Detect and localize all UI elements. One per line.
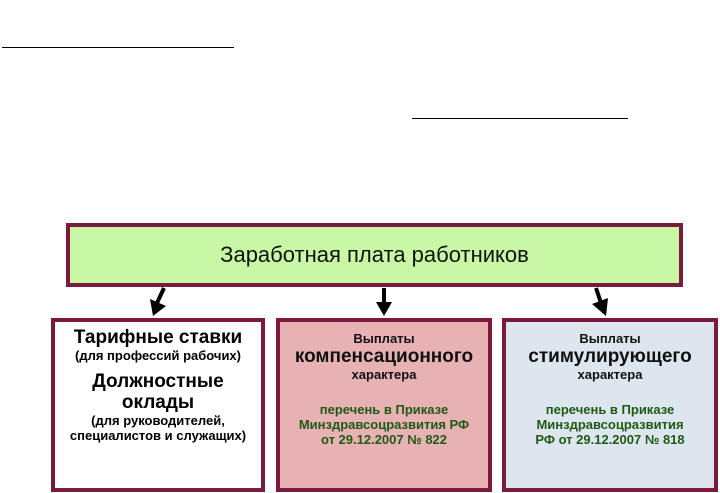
incentive-line1: Выплаты bbox=[579, 331, 641, 346]
salary-title: Заработная плата работников bbox=[220, 242, 529, 267]
arrow-right-head bbox=[592, 298, 608, 316]
compensation-box: Выплаты компенсационного характера переч… bbox=[276, 318, 492, 492]
official-salaries-title: Должностные оклады bbox=[92, 371, 224, 413]
underline-rule-1 bbox=[2, 47, 234, 48]
compensation-line2: компенсационного bbox=[294, 346, 474, 367]
arrow-left bbox=[155, 287, 166, 304]
compensation-line1: Выплаты bbox=[353, 331, 415, 346]
salary-box: Заработная плата работников bbox=[66, 223, 683, 287]
underline-rule-2 bbox=[412, 118, 628, 119]
tariff-rates-subtitle: (для профессий рабочих) bbox=[74, 348, 241, 363]
incentive-line2: стимулирующего bbox=[528, 346, 692, 367]
arrow-right bbox=[594, 287, 603, 304]
compensation-line3: характера bbox=[351, 367, 417, 382]
compensation-note: перечень в Приказе Минздравсоцразвития Р… bbox=[298, 402, 470, 447]
official-salaries-subtitle: (для руководителей, специалистов и служа… bbox=[69, 413, 247, 443]
tariff-box: Тарифные ставки (для профессий рабочих) … bbox=[51, 318, 265, 492]
incentive-note: перечень в Приказе Минздравсоцразвития Р… bbox=[535, 402, 685, 447]
arrow-middle-head bbox=[376, 302, 392, 316]
tariff-rates-title: Тарифные ставки bbox=[73, 327, 243, 348]
incentive-line3: характера bbox=[577, 367, 643, 382]
arrow-left-head bbox=[150, 299, 166, 316]
incentive-box: Выплаты стимулирующего характера перечен… bbox=[502, 318, 718, 492]
